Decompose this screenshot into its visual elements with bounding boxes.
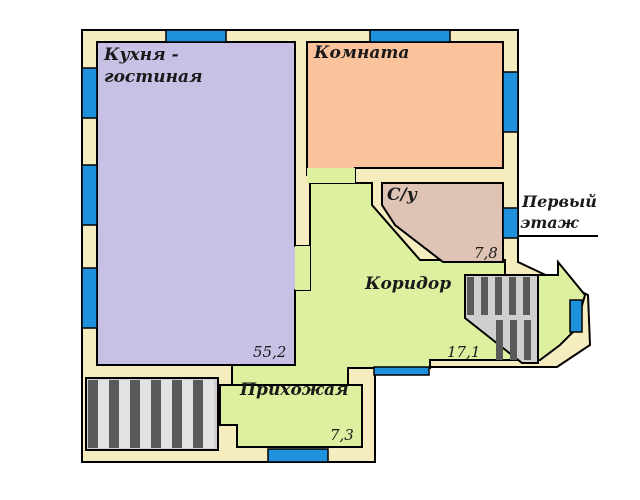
stair-tread <box>172 380 182 448</box>
stair-tread <box>523 277 530 315</box>
wc-name: С/у <box>387 185 418 205</box>
window <box>569 299 583 333</box>
window <box>81 164 98 226</box>
room-name: Комната <box>313 43 409 63</box>
window <box>81 67 98 119</box>
kitchen-name-line1: Кухня - <box>103 45 179 65</box>
hallway <box>219 384 363 448</box>
stair-tread <box>193 380 203 448</box>
kitchen-area: 55,2 <box>253 343 286 361</box>
hallway-area: 7,3 <box>330 426 354 444</box>
stair-tread-light <box>98 380 109 448</box>
window <box>373 366 430 376</box>
corridor-area: 17,1 <box>447 343 480 361</box>
stair-tread <box>467 277 474 315</box>
stair-tread-light <box>140 380 151 448</box>
stair-tread <box>151 380 161 448</box>
window <box>81 267 98 329</box>
bathroom <box>381 182 504 263</box>
stair-tread-light <box>182 380 193 448</box>
bedroom-room <box>306 41 504 184</box>
stair-tread <box>481 277 488 315</box>
stair-tread <box>510 320 517 360</box>
stair-tread <box>495 277 502 315</box>
staircase-lower-left <box>85 377 219 451</box>
stair-tread-light <box>203 380 214 448</box>
floor-label-line2: этаж <box>520 213 580 232</box>
door-room-corridor <box>307 168 355 183</box>
wc-area: 7,8 <box>474 244 498 262</box>
stair-tread-light <box>161 380 172 448</box>
window <box>502 207 519 239</box>
staircase-right <box>464 274 539 364</box>
windows <box>81 29 583 463</box>
stair-tread <box>524 320 531 360</box>
stair-tread <box>130 380 140 448</box>
floor-label-line1: Первый <box>521 192 597 211</box>
stair-tread <box>88 380 98 448</box>
stair-tread <box>496 320 503 360</box>
window <box>165 29 227 43</box>
door-kitchen-corridor <box>295 246 310 290</box>
stair-tread <box>509 277 516 315</box>
hallway-name: Прихожая <box>239 380 349 400</box>
window <box>267 448 329 463</box>
window <box>369 29 451 43</box>
corridor-name: Коридор <box>364 274 451 294</box>
stair-tread-light <box>119 380 130 448</box>
kitchen-living-room <box>96 41 311 366</box>
window <box>502 71 519 133</box>
stair-tread <box>109 380 119 448</box>
kitchen-name-line2: гостиная <box>104 67 203 87</box>
